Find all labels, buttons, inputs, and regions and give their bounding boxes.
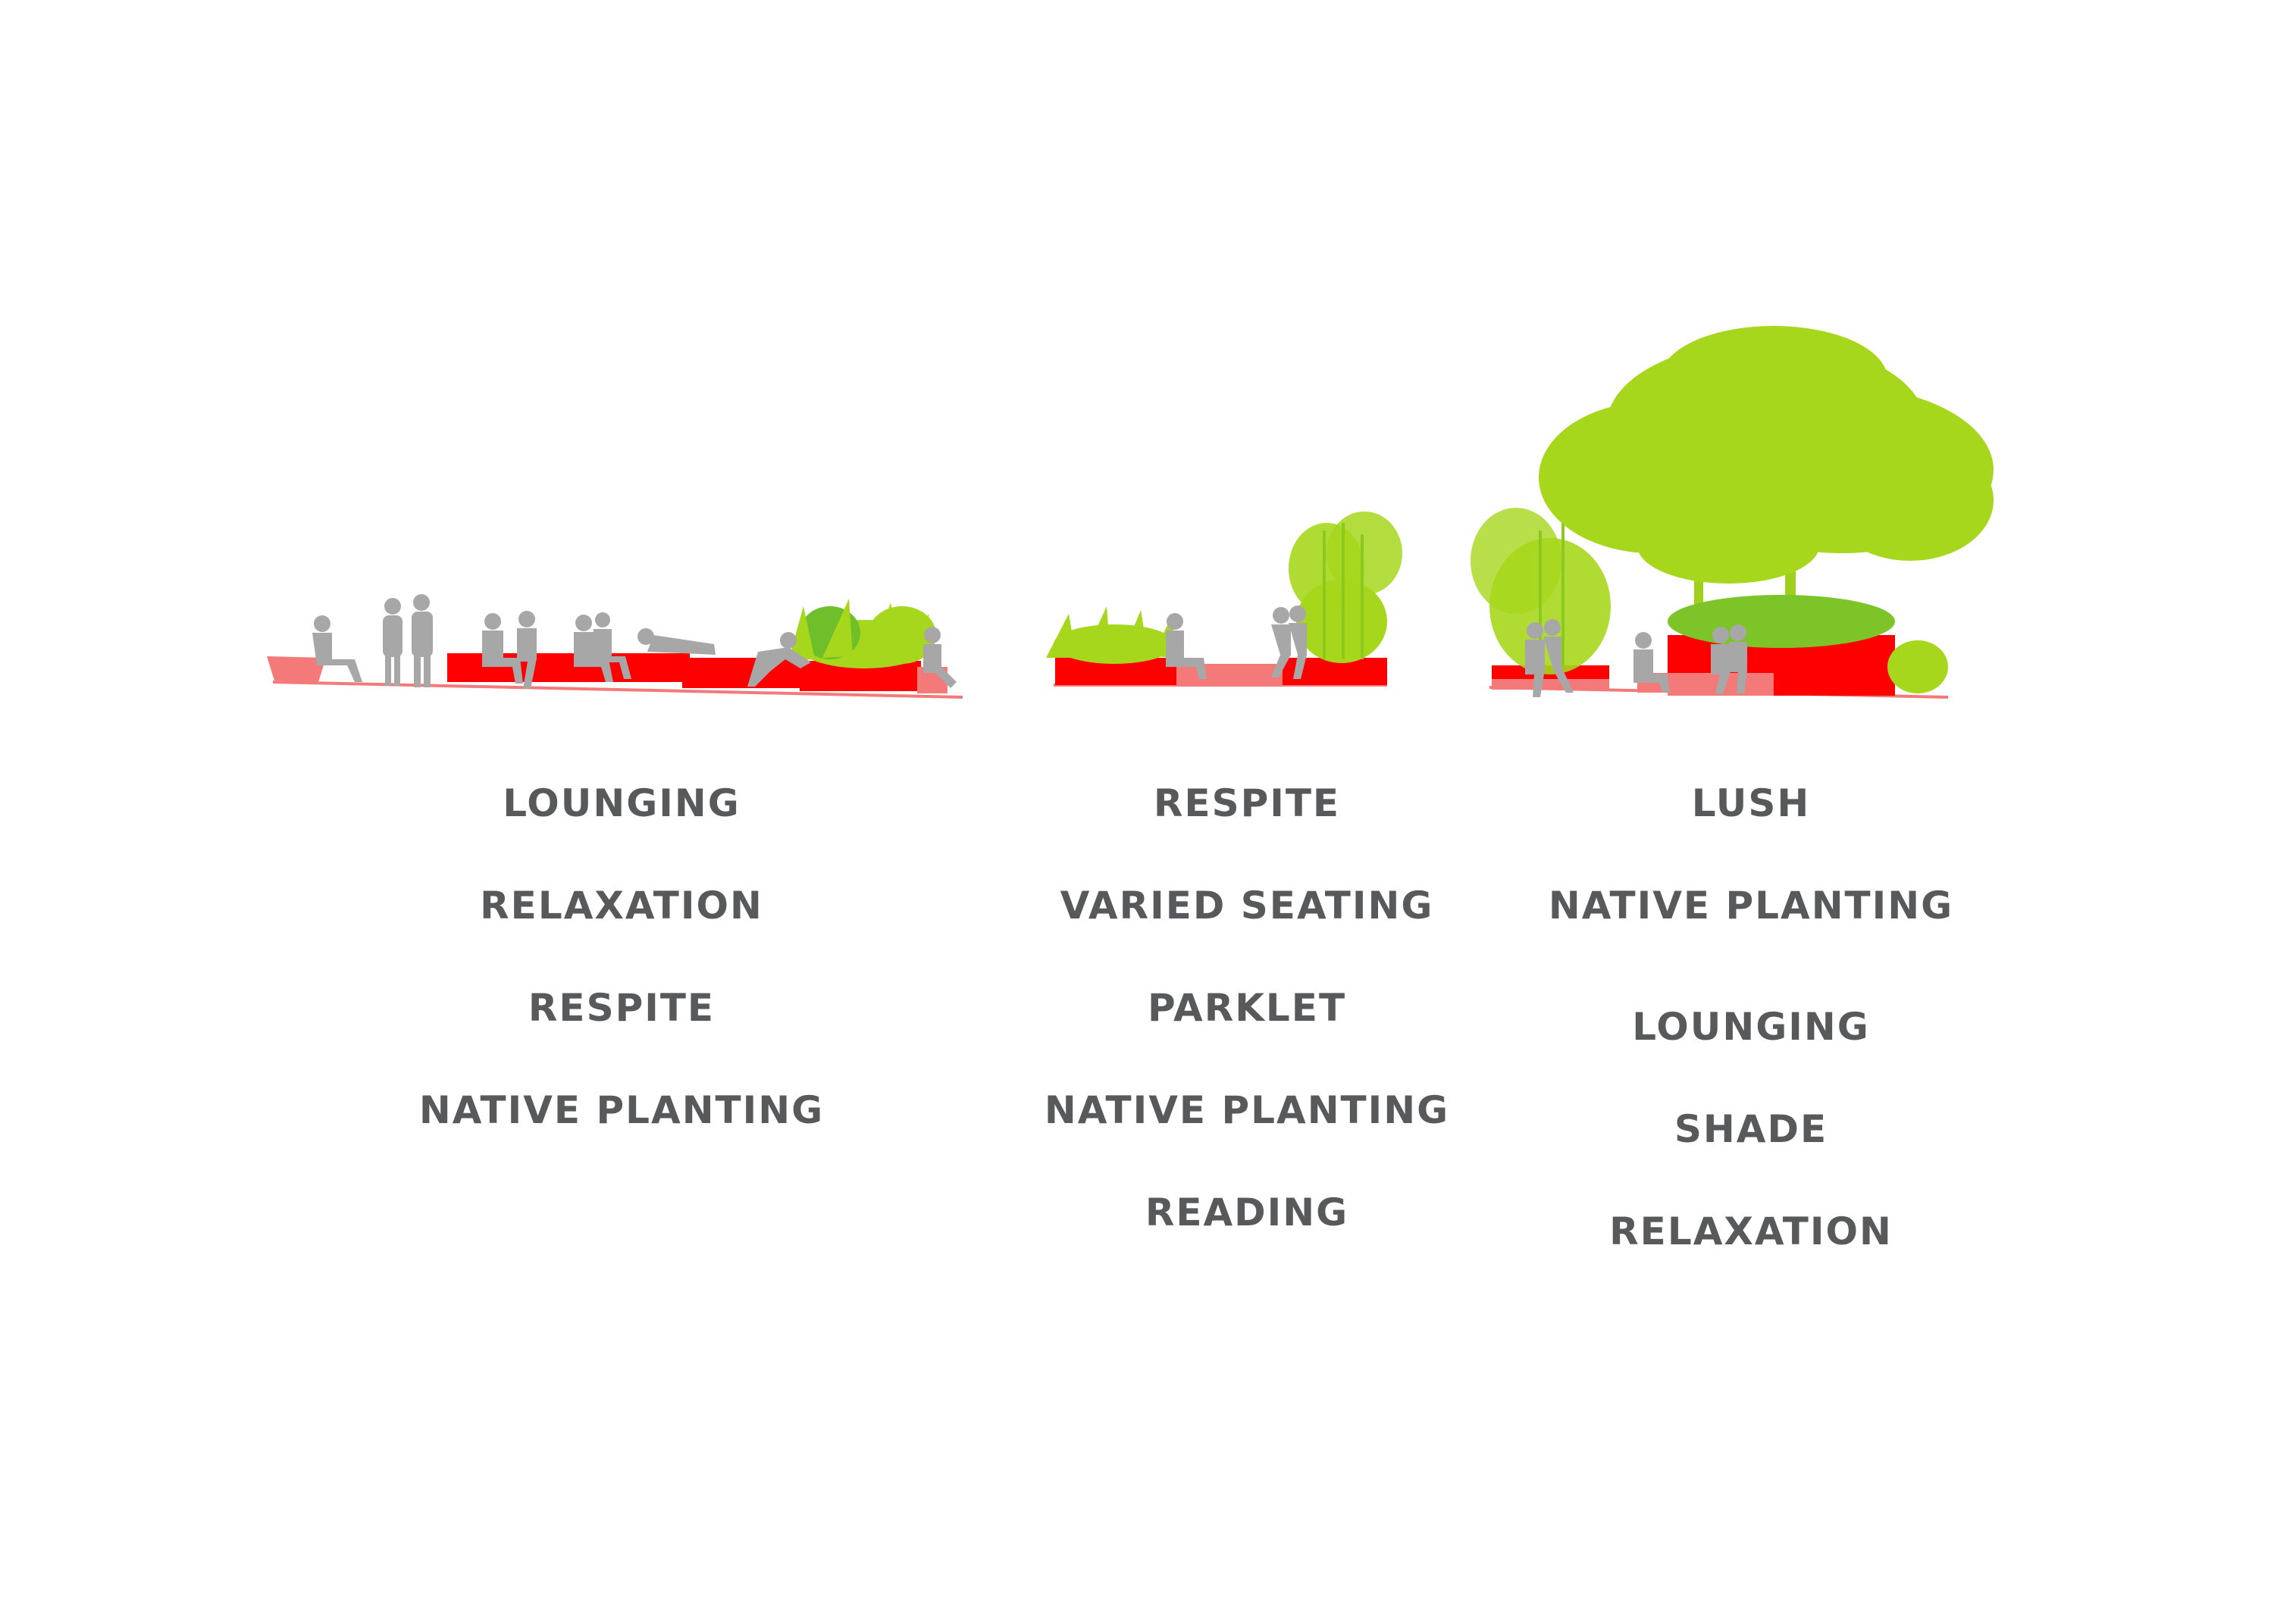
label-lush: LUSH (1691, 781, 1811, 825)
label-parklet: PARKLET (1147, 986, 1347, 1030)
person-silhouettes (312, 594, 957, 689)
label-lounging: LOUNGING (503, 781, 741, 825)
grass-planting (1046, 606, 1179, 664)
planter-bench (682, 658, 803, 688)
bench-light (1176, 664, 1283, 685)
person-silhouettes (1166, 605, 1307, 679)
label-native-planting: NATIVE PLANTING (1548, 884, 1954, 928)
bench-light (1492, 679, 1609, 690)
person-silhouettes (1525, 619, 1747, 697)
bench-wedge-left (267, 656, 326, 682)
label-respite: RESPITE (1153, 781, 1341, 825)
bamboo-planting (1471, 508, 1611, 674)
lush-section (1471, 326, 1994, 699)
respite-section (1046, 512, 1402, 687)
label-relaxation: RELAXATION (1609, 1209, 1893, 1253)
label-reading: READING (1145, 1191, 1349, 1234)
label-respite: RESPITE (528, 986, 716, 1030)
label-lounging: LOUNGING (1632, 1005, 1870, 1049)
label-shade: SHADE (1674, 1107, 1828, 1151)
shade-tree (1539, 326, 1994, 637)
grass-planting (788, 599, 936, 668)
bamboo-planting (1289, 512, 1402, 663)
label-native-planting: NATIVE PLANTING (418, 1088, 825, 1132)
label-native-planting: NATIVE PLANTING (1044, 1088, 1450, 1132)
label-relaxation: RELAXATION (480, 884, 763, 928)
lounging-section (267, 594, 963, 699)
label-varied-seating: VARIED SEATING (1060, 884, 1434, 928)
ground-line (273, 681, 963, 699)
